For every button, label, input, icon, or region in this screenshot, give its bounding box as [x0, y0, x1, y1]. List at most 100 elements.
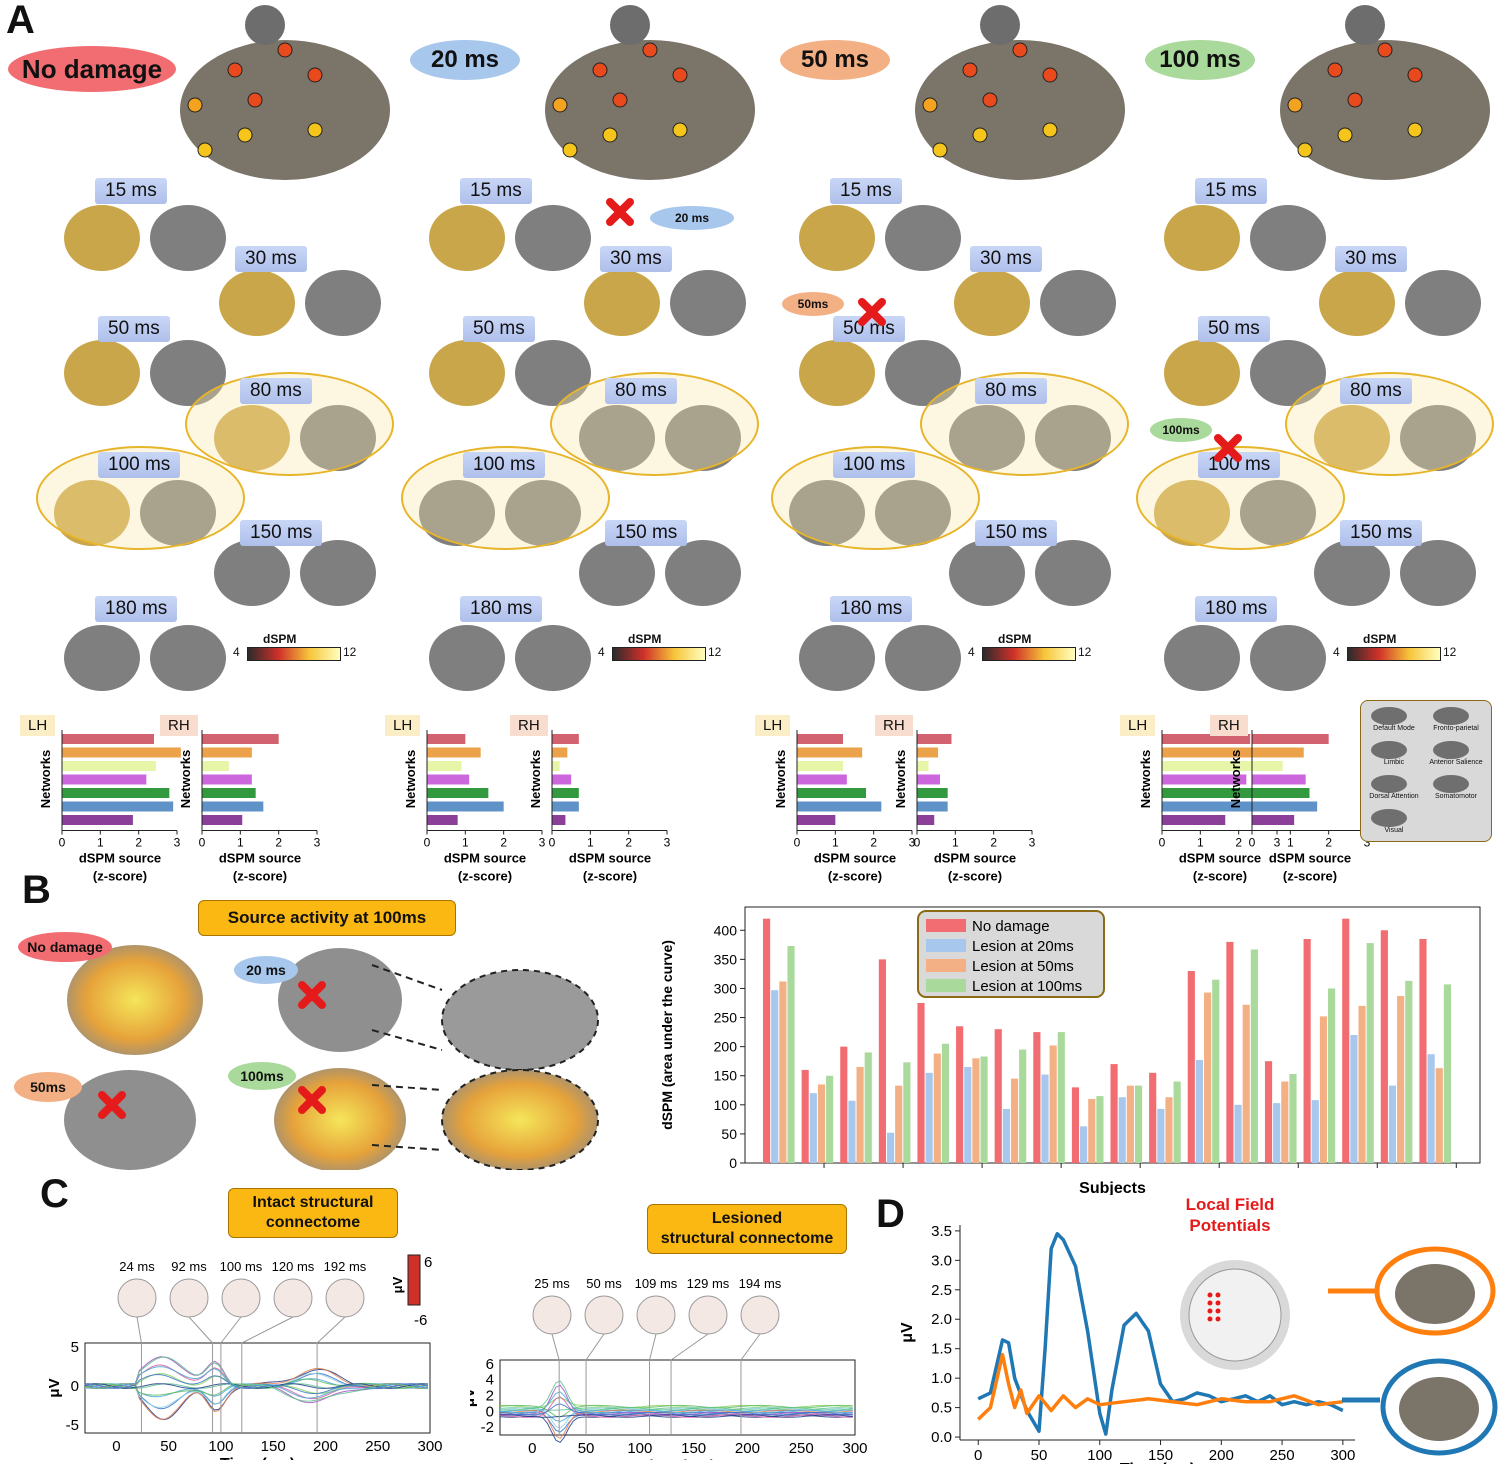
topomap [636, 1295, 676, 1335]
node-icon [247, 92, 263, 108]
brain-pair [1164, 340, 1326, 406]
x-tick-label: 3 [1364, 836, 1371, 850]
brain-pair [64, 205, 226, 271]
subject-bar [1342, 918, 1350, 1163]
x-tick-label: 0 [974, 1447, 982, 1464]
x-tick-label: 0 [528, 1440, 536, 1457]
network-bar [1162, 747, 1281, 758]
subject-bar [1096, 1096, 1104, 1163]
network-bar [917, 734, 952, 744]
colorbar-min: 4 [1333, 645, 1340, 659]
network-bar [202, 774, 252, 785]
brain-left [1319, 270, 1395, 336]
network-bar [427, 801, 504, 812]
network-bar [202, 734, 279, 744]
lesioned-title-line2: structural connectome [660, 1230, 834, 1247]
network-legend-label: Default Mode [1373, 725, 1415, 732]
network-bar [917, 747, 939, 758]
x-axis-label: (z-score) [828, 869, 882, 884]
label-lesion-50: 50ms [14, 1072, 82, 1102]
node-icon [922, 97, 938, 113]
legend-swatch [926, 919, 966, 932]
network-bar [62, 801, 174, 812]
time-tag: 30 ms [970, 246, 1042, 272]
network-bar [62, 734, 154, 744]
topomap [221, 1278, 261, 1318]
connectome-brain-1 [545, 5, 755, 180]
brain-lesion-50 [64, 1070, 196, 1170]
subject-bar [1071, 1087, 1080, 1163]
brain-right [300, 540, 376, 606]
subject-bar [1435, 1068, 1443, 1163]
network-bar [917, 801, 948, 812]
topomap [532, 1295, 572, 1335]
subject-bar [903, 1062, 911, 1163]
time-tag: 50 ms [1198, 316, 1270, 342]
network-legend-label: Fronto-parietal [1433, 725, 1479, 732]
network-bar [797, 761, 843, 771]
node-icon [1012, 42, 1028, 58]
brain-right [150, 205, 226, 271]
node-icon [307, 122, 323, 138]
node-icon [672, 122, 688, 138]
y-tick-label: 100 [714, 1097, 738, 1113]
x-tick-label: 0 [1249, 836, 1256, 850]
condition-label-1: 20 ms [410, 40, 520, 80]
time-tag: 180 ms [95, 596, 178, 622]
brain-lesion-100 [274, 1068, 406, 1170]
lfp-line-blue [977, 1232, 1344, 1436]
colorbar [982, 647, 1076, 661]
electrode [1207, 1300, 1213, 1306]
brain-shape [1280, 40, 1490, 180]
brain-left [1164, 625, 1240, 691]
node-icon [1377, 42, 1393, 58]
x-tick-label: 50 [578, 1440, 595, 1457]
subject-bar [1002, 1108, 1010, 1163]
network-bar [62, 761, 156, 771]
brain-pair [1164, 205, 1326, 271]
intact-title-line1: Intact structural [252, 1194, 374, 1211]
x-tick-label: 0 [549, 836, 556, 850]
x-axis-label: (z-score) [458, 869, 512, 884]
network-bar [427, 747, 481, 758]
cbar-max: 6 [424, 1254, 432, 1271]
node-icon [1337, 127, 1353, 143]
subject-bar [771, 990, 779, 1163]
x-tick-label: 100 [1087, 1447, 1112, 1464]
brain-left [799, 340, 875, 406]
subject-bar [895, 1085, 903, 1163]
brain-pair [1319, 270, 1481, 336]
subject-bar [763, 918, 771, 1163]
network-bar [1252, 788, 1310, 798]
network-bar [797, 734, 843, 744]
x-tick-label: 3 [909, 836, 916, 850]
brain-right [150, 625, 226, 691]
subject-bar [1110, 1064, 1118, 1163]
eeg-trace [499, 1414, 853, 1444]
brain-right [515, 205, 591, 271]
topomap-leader [220, 1316, 242, 1344]
x-tick-label: 2 [1325, 836, 1332, 850]
rh-label: RH [1210, 715, 1248, 736]
brain-right [1250, 340, 1326, 406]
x-tick-label: 0 [914, 836, 921, 850]
brain-right [515, 340, 591, 406]
colorbar-label: dSPM [628, 632, 662, 646]
x-tick-label: 0 [199, 836, 206, 850]
x-tick-label: 1 [462, 836, 469, 850]
x-tick-label: 1 [97, 836, 104, 850]
topomap-time-label: 194 ms [739, 1276, 782, 1291]
x-axis-label: (z-score) [1193, 869, 1247, 884]
electrode [1215, 1316, 1221, 1322]
y-tick-label: 2 [486, 1388, 494, 1405]
x-tick-label: 2 [135, 836, 142, 850]
brain-intact [1399, 1377, 1479, 1441]
topomap-time-label: 192 ms [324, 1259, 367, 1274]
brain-no-damage [67, 945, 203, 1055]
connectome-brain-0 [180, 5, 390, 180]
highlight-100 [36, 446, 245, 550]
